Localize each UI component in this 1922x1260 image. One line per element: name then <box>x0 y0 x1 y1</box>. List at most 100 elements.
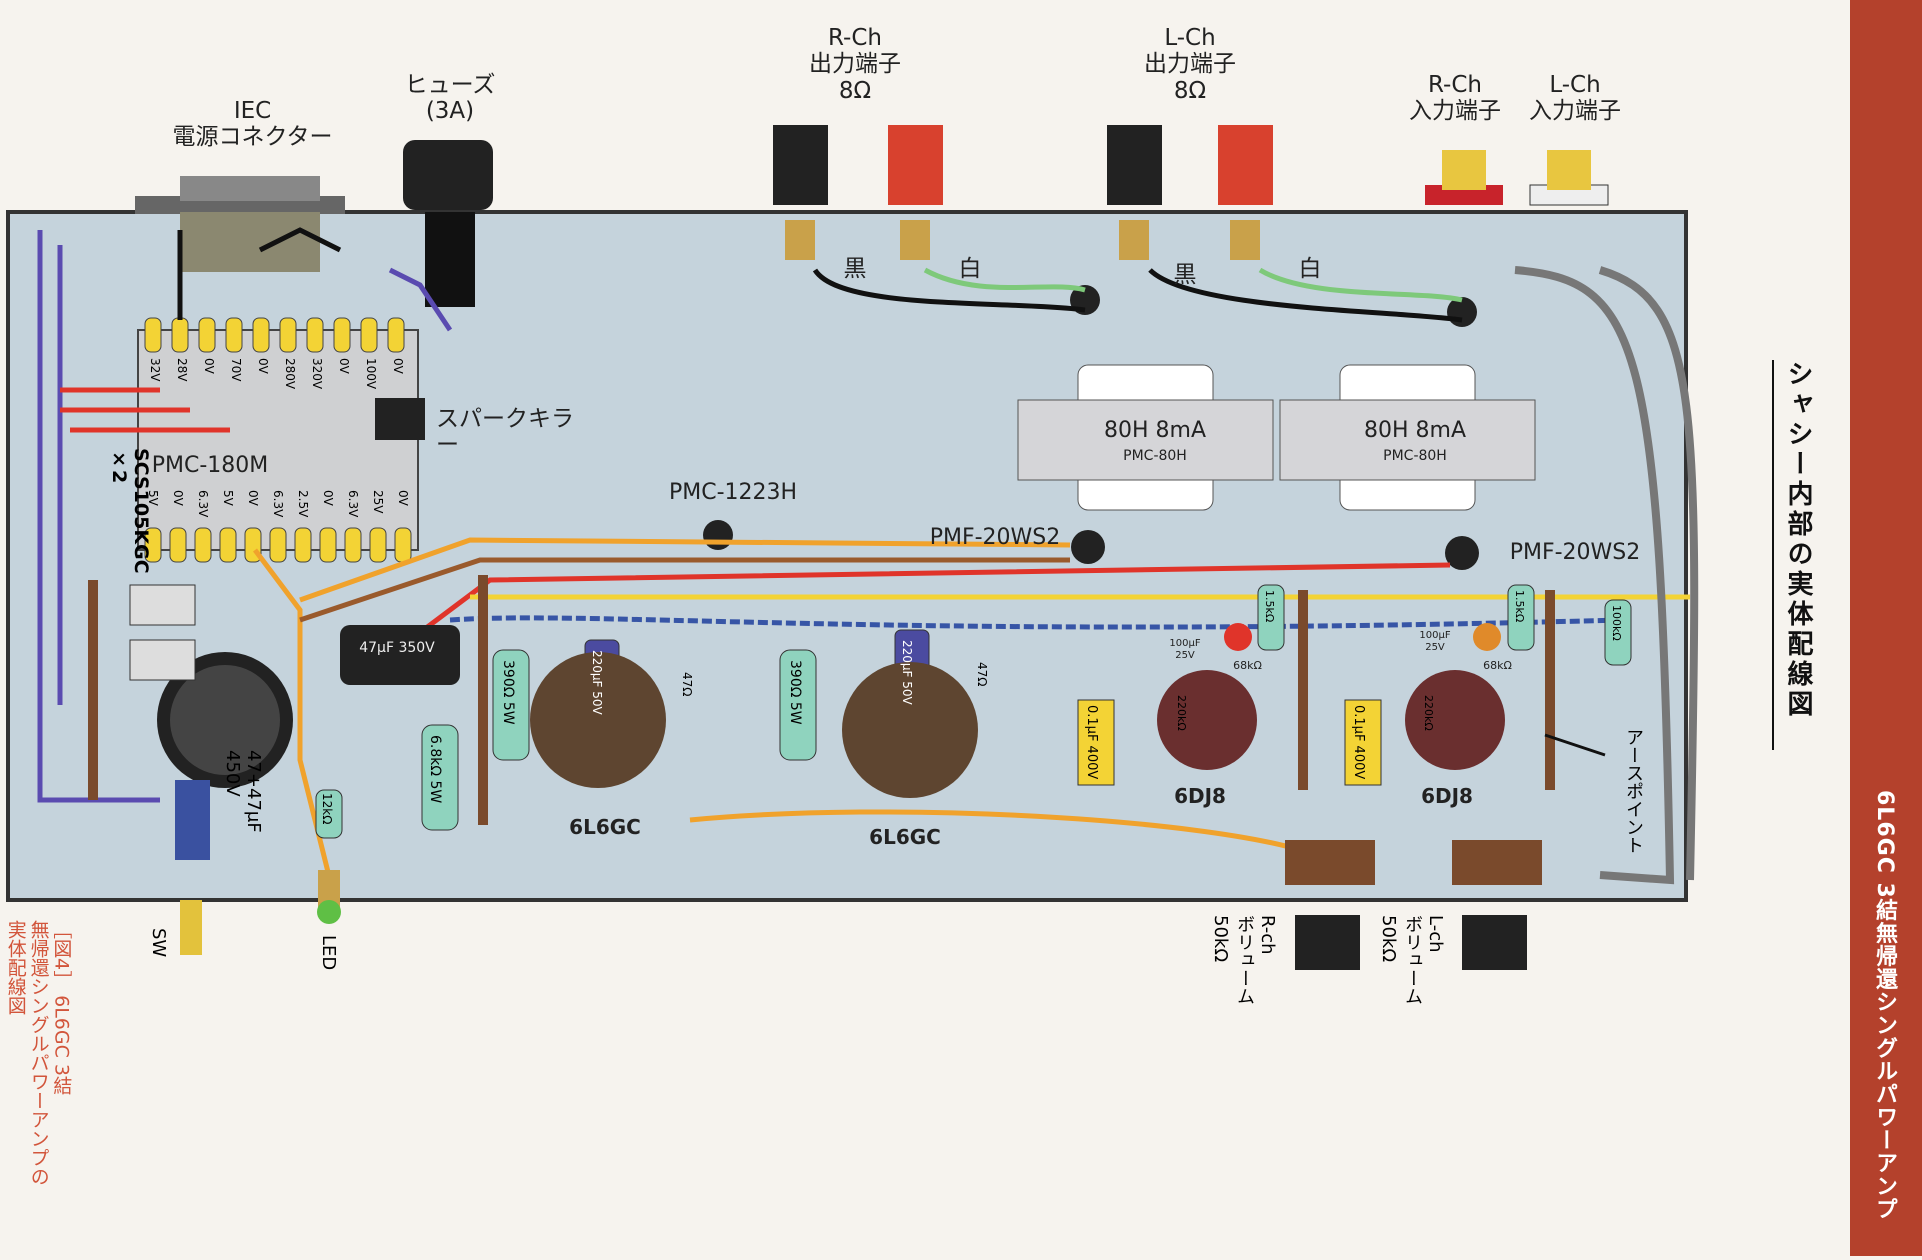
cap-47uf <box>340 625 460 685</box>
label-ot-l-model: PMC-80H <box>1383 448 1447 464</box>
diode-2 <box>129 639 196 681</box>
pt-lugs <box>144 317 412 563</box>
sidebar-title: 6L6GC 3結無帰還シングルパワーアンプ <box>1872 790 1897 1221</box>
label-r68k-r: 68kΩ <box>1233 659 1262 672</box>
label-ot-r: 80H 8mA <box>1103 418 1206 443</box>
label-pmf-l: PMF-20WS2 <box>1509 540 1641 565</box>
caption-line1: ［図4］ 6L6GC 3結 <box>50 920 73 1096</box>
label-r12k: 12kΩ <box>320 793 334 825</box>
label-vol-l: L-ch ボリューム 50kΩ <box>1378 915 1446 1005</box>
caption-line3: 実体配線図 <box>4 920 27 1015</box>
pt-tap-top-3: 70V <box>229 358 243 382</box>
label-r220k-l: 220kΩ <box>1422 695 1435 731</box>
label-vol-r: R-ch ボリューム 50kΩ <box>1210 915 1278 1005</box>
label-diode: SCS105KGC ×2 <box>108 448 152 574</box>
pt-tap-bottom-1: 0V <box>171 490 185 506</box>
label-power-transformer: PMC-180M <box>151 453 269 478</box>
label-ot-r-model: PMC-80H <box>1123 448 1187 464</box>
label-r47-1: 47Ω <box>680 672 694 697</box>
pt-tap-top-6: 320V <box>310 358 324 390</box>
label-lch-in: L-Ch 入力端子 <box>1529 72 1621 125</box>
diode-1 <box>129 584 196 626</box>
pt-tap-top-0: 32V <box>148 358 162 382</box>
section-title-rule <box>1772 360 1774 750</box>
label-white-l: 白 <box>1298 256 1322 282</box>
pt-tap-bottom-9: 25V <box>371 490 385 514</box>
label-rch-in: R-Ch 入力端子 <box>1409 72 1501 125</box>
sidebar-band <box>1850 0 1922 1256</box>
terminal-strips <box>88 575 1555 825</box>
pt-tap-bottom-10: 0V <box>396 490 410 506</box>
label-c100-l: 100μF 25V <box>1419 630 1451 653</box>
volume-pots <box>1285 840 1542 970</box>
pt-tap-top-8: 100V <box>364 358 378 390</box>
wire-bundle <box>37 227 1699 885</box>
pt-tap-top-4: 0V <box>256 358 270 374</box>
pt-tap-top-1: 28V <box>175 358 189 382</box>
label-r47-2: 47Ω <box>975 662 989 687</box>
power-transformer <box>137 329 419 551</box>
input-jacks <box>1425 150 1609 206</box>
led <box>317 900 341 924</box>
caption-line2: 無帰還シングルパワーアンプの <box>27 920 50 1186</box>
earth-arrow <box>1544 733 1606 757</box>
pt-tap-bottom-5: 6.3V <box>271 490 285 518</box>
label-choke: PMC-1223H <box>668 480 798 505</box>
label-r1k5-l: 1.5kΩ <box>1513 590 1526 623</box>
label-c220-2: 220μF 50V <box>900 640 914 705</box>
label-tube-3: 6DJ8 <box>1174 784 1226 808</box>
grommets <box>703 285 1479 570</box>
label-white-r: 白 <box>958 256 982 282</box>
label-rch-out: R-Ch 出力端子 8Ω <box>809 25 901 104</box>
label-sw: SW <box>148 928 169 958</box>
label-fuse: ヒューズ (3A) <box>404 72 496 125</box>
pt-tap-top-2: 0V <box>202 358 216 374</box>
pt-tap-bottom-2: 6.3V <box>196 490 210 518</box>
label-pmf-r: PMF-20WS2 <box>929 525 1061 550</box>
output-transformer-l <box>1279 364 1536 511</box>
label-c01-r: 0.1μF 400V <box>1084 705 1099 780</box>
tube-sockets <box>530 652 1505 798</box>
label-r1k5-r: 1.5kΩ <box>1263 590 1276 623</box>
label-ot-l: 80H 8mA <box>1363 418 1466 443</box>
label-r6k8: 6.8kΩ 5W <box>427 735 443 804</box>
label-led: LED <box>318 935 339 971</box>
power-switch <box>175 780 210 860</box>
pt-tap-top-9: 0V <box>391 358 405 374</box>
pt-tap-bottom-4: 0V <box>246 490 260 506</box>
label-c01-l: 0.1μF 400V <box>1351 705 1366 780</box>
label-lch-out: L-Ch 出力端子 8Ω <box>1144 25 1236 104</box>
figure-caption: ［図4］ 6L6GC 3結 無帰還シングルパワーアンプの 実体配線図 <box>4 920 73 1186</box>
label-r390-1: 390Ω 5W <box>500 660 516 725</box>
section-title: シャシー内部の実体配線図 <box>1783 360 1813 720</box>
output-terminals <box>773 125 1273 260</box>
label-c220-1: 220μF 50V <box>590 650 604 715</box>
pt-tap-top-7: 0V <box>337 358 351 374</box>
label-earth: アースポイント <box>1623 728 1644 854</box>
label-tube-4: 6DJ8 <box>1421 784 1473 808</box>
label-c100-r: 100μF 25V <box>1169 638 1201 661</box>
label-tube-2: 6L6GC <box>869 825 941 849</box>
iec-connector <box>135 176 345 272</box>
pt-tap-bottom-3: 5V <box>221 490 235 506</box>
label-black-r: 黒 <box>843 256 867 282</box>
label-r220k-r: 220kΩ <box>1175 695 1188 731</box>
pt-tap-bottom-6: 2.5V <box>296 490 310 518</box>
label-black-l: 黒 <box>1173 262 1197 288</box>
label-r390-2: 390Ω 5W <box>787 660 803 725</box>
output-transformer-r <box>1017 364 1274 511</box>
label-iec: IEC 電源コネクター <box>172 98 333 151</box>
label-r100k: 100kΩ <box>1610 605 1623 641</box>
fuse-holder <box>403 140 493 307</box>
spark-killer <box>375 398 425 440</box>
label-r68k-l: 68kΩ <box>1483 659 1512 672</box>
pt-tap-bottom-8: 6.3V <box>346 490 360 518</box>
label-main-cap: 47+47μF 450V <box>222 750 264 833</box>
label-cap47: 47μF 350V <box>359 640 435 656</box>
label-tube-1: 6L6GC <box>569 815 641 839</box>
switch-lever <box>180 900 202 955</box>
pt-tap-top-5: 280V <box>283 358 297 390</box>
label-spark-killer: スパークキラー <box>436 406 574 459</box>
